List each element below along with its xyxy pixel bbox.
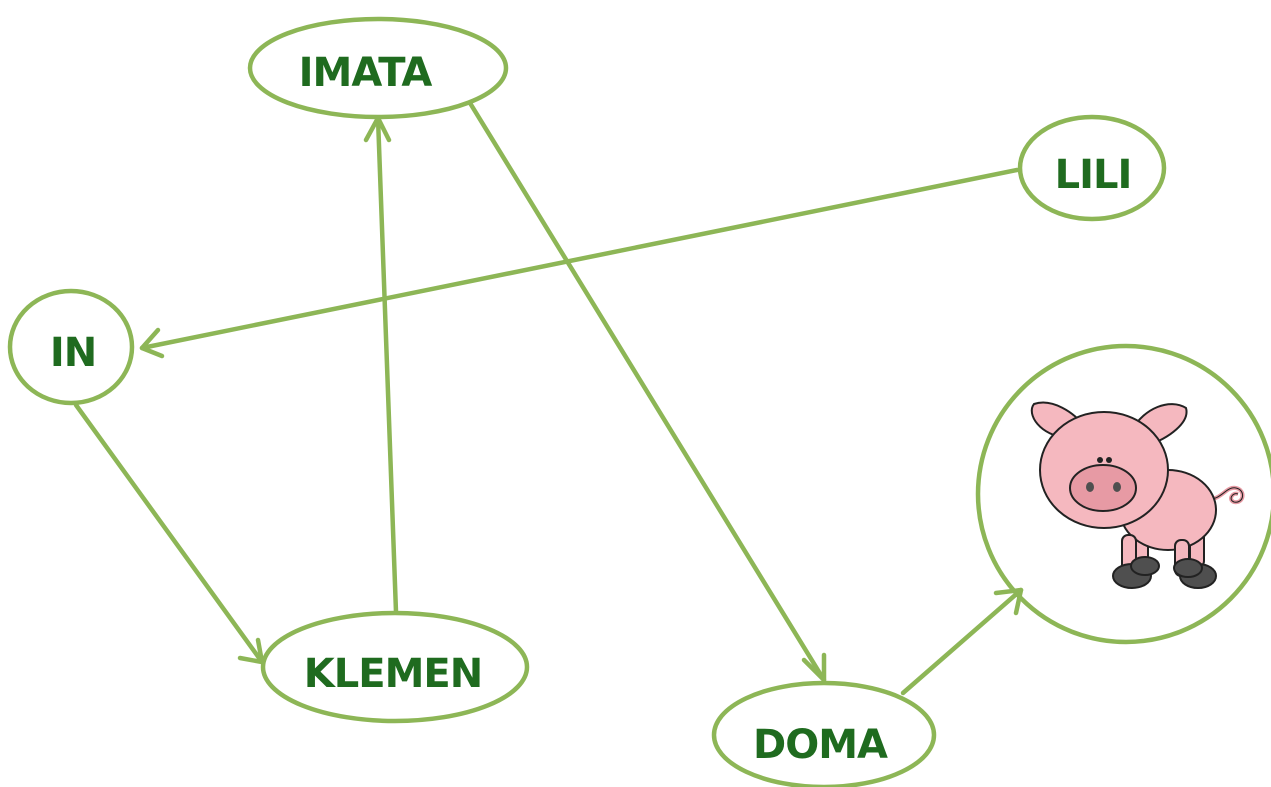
node-doma: DOMA	[711, 680, 937, 787]
edge-klemen-to-imata	[363, 115, 399, 615]
node-in-label: IN	[50, 330, 96, 376]
edge-doma-to-pig	[900, 587, 1024, 696]
node-in: IN	[7, 288, 135, 406]
node-klemen: KLEMEN	[260, 610, 530, 724]
node-lili-label: LILI	[1055, 152, 1132, 198]
edge-lili-to-in	[139, 167, 1020, 359]
node-imata: IMATA	[247, 16, 509, 120]
node-pig	[975, 343, 1271, 645]
edge-in-to-klemen	[73, 402, 265, 665]
edge-imata-to-doma	[467, 100, 827, 683]
node-doma-label: DOMA	[753, 722, 888, 768]
pig-icon	[1030, 401, 1245, 589]
node-lili: LILI	[1017, 114, 1167, 222]
node-klemen-label: KLEMEN	[304, 651, 482, 697]
node-imata-label: IMATA	[299, 50, 433, 96]
